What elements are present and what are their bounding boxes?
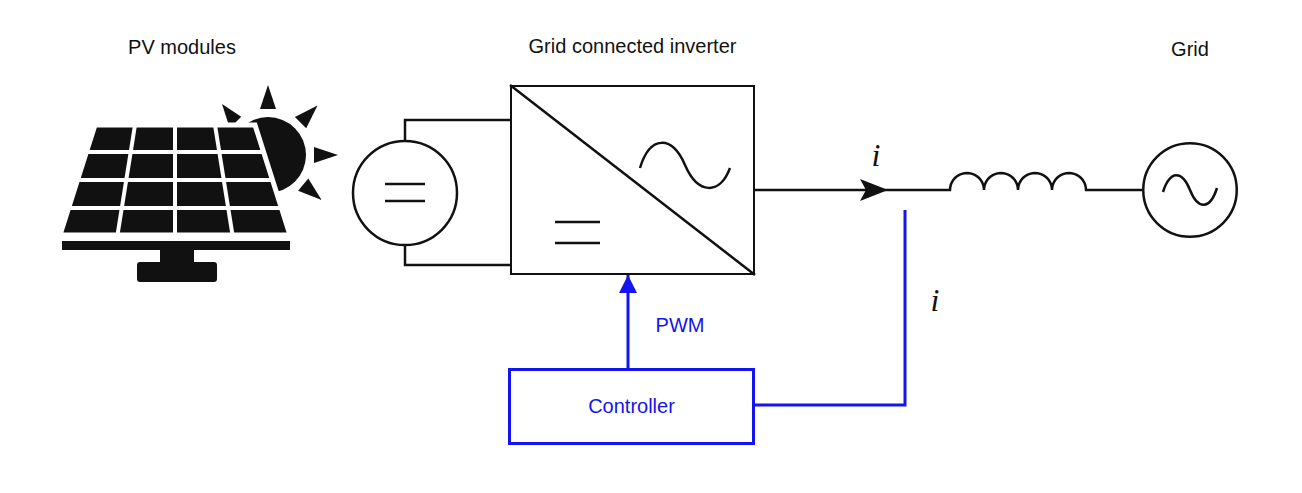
grid-outline [1142, 142, 1238, 238]
connector-label: PWM [656, 314, 705, 337]
feedback-wire [755, 210, 905, 405]
dc-wire [405, 245, 510, 265]
dc-bar [555, 221, 600, 224]
connector-label: i [872, 137, 881, 174]
dc-bar [385, 200, 425, 203]
node-label: Grid [1171, 38, 1209, 61]
panel-foot [137, 262, 217, 282]
panel-gap [118, 125, 136, 235]
controller-box: Controller [508, 368, 755, 445]
pwm-signal [627, 275, 630, 368]
node-label: Controller [588, 395, 675, 418]
dc-source-circle [353, 141, 457, 245]
grid-source: Grid [1142, 142, 1238, 238]
feedback-current-label: i [931, 282, 940, 319]
pv-modules-label: PV modules [128, 36, 236, 59]
grid-circle [1143, 143, 1237, 237]
panel-gap [215, 125, 233, 235]
solar-panel-icon [60, 125, 290, 282]
panel-gap [173, 125, 177, 235]
dc-bar [385, 183, 425, 186]
grid-sine [1163, 175, 1217, 205]
sun-ray [295, 106, 318, 129]
dc-source-symbol [353, 120, 510, 265]
panel-cell-gaps [69, 125, 282, 235]
sun-ray [260, 85, 276, 109]
dc-bar [555, 242, 600, 245]
panel-frame [62, 241, 290, 250]
dc-wire [405, 120, 510, 141]
node-label: Grid connected inverter [529, 35, 737, 58]
sun-ray [314, 147, 338, 163]
power-wire [755, 173, 1142, 190]
ac-sine [640, 143, 730, 188]
inverter-box: Grid connected inverter [510, 85, 755, 275]
panel-face [60, 125, 290, 235]
inverter-symbols [510, 85, 755, 275]
inverter-diagonal [510, 85, 755, 275]
panel-post [160, 250, 194, 264]
sun-ray [298, 179, 322, 201]
